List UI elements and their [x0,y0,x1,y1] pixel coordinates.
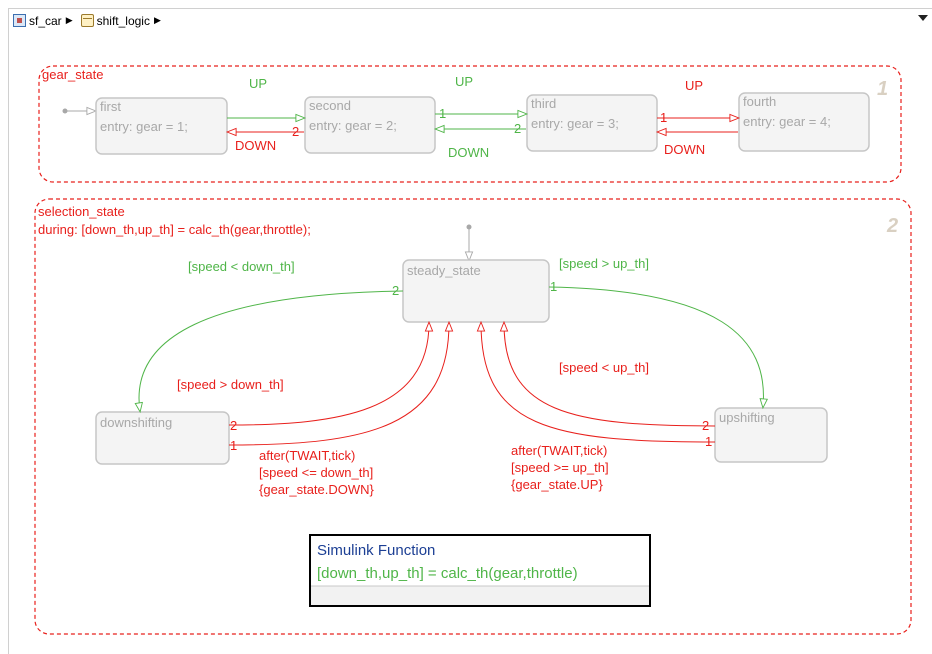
transition-action-line: [speed >= up_th] [511,460,609,475]
model-icon [13,14,26,27]
breadcrumb-separator-icon: ▶ [153,15,161,25]
transition-priority: 2 [392,283,399,298]
breadcrumb-model[interactable]: sf_car [13,14,62,28]
superstate-during-action: during: [down_th,up_th] = calc_th(gear,t… [38,222,311,237]
transition-label: DOWN [448,145,489,160]
state-name: steady_state [407,263,481,278]
stateflow-canvas[interactable]: gear_state 1 first entry: gear = 1; seco… [8,32,932,654]
transition-steady-to-downshifting[interactable]: 2 [speed < down_th] [134,259,404,414]
superstate-label: selection_state [38,204,125,219]
transition-priority: 2 [230,418,237,433]
transition-priority: 1 [660,110,667,125]
state-name: second [309,98,351,113]
transition-label: DOWN [235,138,276,153]
transition-label: UP [249,76,267,91]
transition-second-to-first[interactable]: 2 DOWN [225,124,304,153]
transition-priority: 1 [705,434,712,449]
state-name: third [531,96,556,111]
superstate-gear-state[interactable]: gear_state 1 [38,65,902,183]
simulink-function-signature: [down_th,up_th] = calc_th(gear,throttle) [317,565,578,582]
transition-upshifting-to-steady-1[interactable]: 1 after(TWAIT,tick) [speed >= up_th] {ge… [476,320,716,492]
transition-priority: 2 [514,121,521,136]
superstate-label: gear_state [42,67,103,82]
chevron-down-icon[interactable] [918,15,928,21]
simulink-function-title: Simulink Function [317,542,435,559]
breadcrumb-chart-label: shift_logic [96,13,150,28]
simulink-function-block[interactable]: Simulink Function [down_th,up_th] = calc… [309,534,651,607]
transition-downshifting-to-steady-2[interactable]: 2 [speed > down_th] [177,320,434,433]
default-transition [62,106,98,116]
transition-priority: 2 [702,418,709,433]
state-name: first [100,99,121,114]
transition-label: [speed > up_th] [559,256,649,271]
state-upshifting[interactable]: upshifting [714,407,828,463]
state-action: entry: gear = 2; [309,118,397,133]
state-first[interactable]: first entry: gear = 1; [95,97,228,155]
transition-action-line: [speed <= down_th] [259,465,373,480]
transition-label: DOWN [664,142,705,157]
transition-priority: 1 [550,279,557,294]
transition-second-to-third[interactable]: 1 UP [435,74,529,121]
transition-first-to-second[interactable]: UP [227,76,307,123]
transition-label: UP [685,78,703,93]
transition-upshifting-to-steady-2[interactable]: 2 [speed < up_th] [499,320,716,433]
transition-steady-to-upshifting[interactable]: 1 [speed > up_th] [548,256,768,410]
transition-label: [speed < up_th] [559,360,649,375]
state-name: fourth [743,94,776,109]
state-downshifting[interactable]: downshifting [95,411,230,465]
transition-label: [speed < down_th] [188,259,295,274]
state-second[interactable]: second entry: gear = 2; [304,96,436,154]
default-transition [464,224,474,263]
transition-label: UP [455,74,473,89]
state-action: entry: gear = 1; [100,119,188,134]
state-action: entry: gear = 4; [743,114,831,129]
transition-action-line: {gear_state.DOWN} [259,482,375,497]
breadcrumb: sf_car ▶ shift_logic ▶ [8,8,932,32]
breadcrumb-chart[interactable]: shift_logic [80,13,150,28]
state-steady-state[interactable]: steady_state [402,259,550,323]
transition-third-to-fourth[interactable]: 1 UP [657,78,741,125]
transition-priority: 1 [439,106,446,121]
transition-action-line: after(TWAIT,tick) [511,443,607,458]
breadcrumb-model-label: sf_car [29,13,62,28]
transition-action-line: after(TWAIT,tick) [259,448,355,463]
transition-label: [speed > down_th] [177,377,284,392]
state-name: upshifting [719,410,775,425]
breadcrumb-separator-icon: ▶ [65,15,73,25]
transition-priority: 2 [292,124,299,139]
transition-priority: 1 [230,438,237,453]
state-third[interactable]: third entry: gear = 3; [526,94,658,152]
state-name: downshifting [100,415,172,430]
state-fourth[interactable]: fourth entry: gear = 4; [738,92,870,152]
execution-order: 2 [886,215,898,237]
transition-third-to-second[interactable]: 2 DOWN [433,121,526,160]
execution-order: 1 [877,78,888,100]
transition-action-line: {gear_state.UP} [511,477,603,492]
chart-diagram: gear_state 1 first entry: gear = 1; seco… [34,65,912,635]
transition-fourth-to-third[interactable]: DOWN [655,127,738,157]
transition-downshifting-to-steady-1[interactable]: 1 after(TWAIT,tick) [speed <= down_th] {… [228,320,454,497]
state-action: entry: gear = 3; [531,116,619,131]
chart-icon [80,14,94,27]
